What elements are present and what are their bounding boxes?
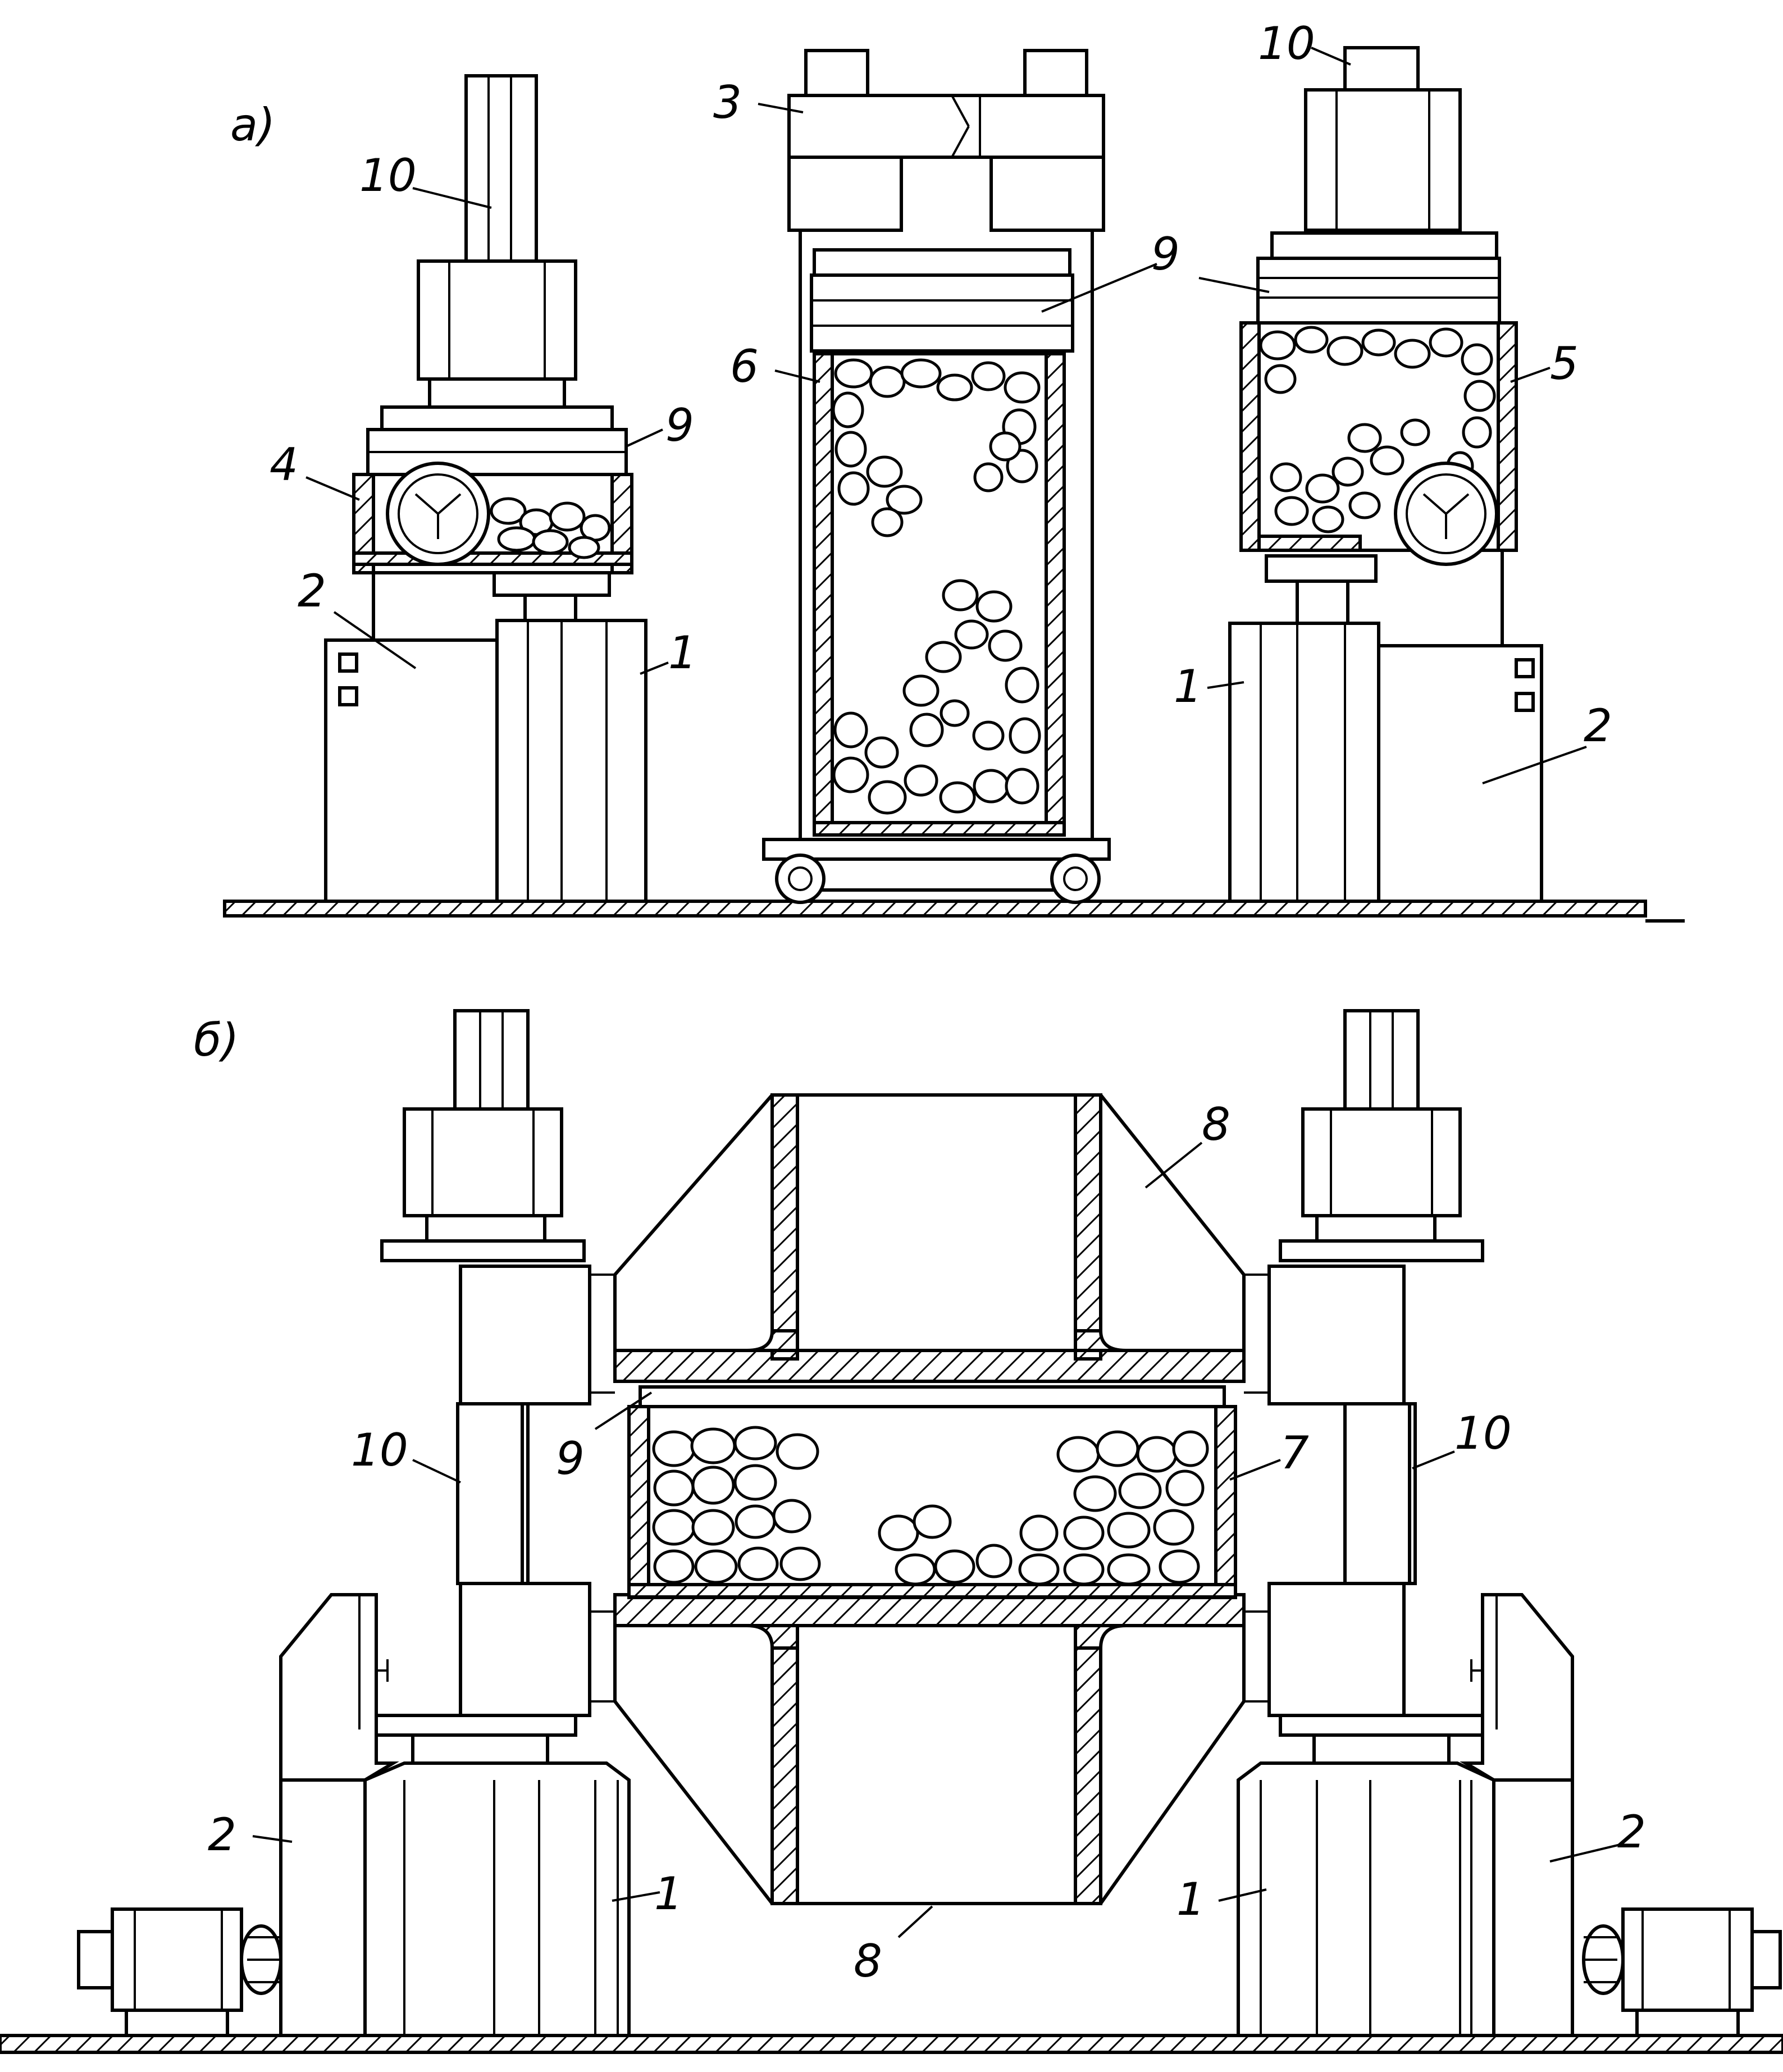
container-7-stones: [652, 1426, 1209, 1586]
callout-1-left-b: 1: [654, 1868, 683, 1920]
callout-2-left-b: 2: [208, 1809, 236, 1861]
base-cylinder-1-right-b: [1237, 1761, 1495, 2037]
nut-right-b: [1301, 1107, 1462, 1217]
cart-wheel-right: [1050, 854, 1101, 904]
panel-a-label: a): [230, 99, 275, 151]
callout-6: 6: [730, 340, 759, 393]
rod-nut: [417, 259, 577, 381]
panel-a-floor: [223, 900, 1647, 918]
panel-a-right-press: [1228, 46, 1543, 903]
panel-a-left-press: [324, 74, 647, 903]
callout-9-b: 9: [556, 1432, 585, 1485]
platen-right: [1256, 257, 1501, 325]
motor-left: [77, 1907, 282, 2037]
container-5-stones: [1259, 326, 1496, 533]
panel-b: б): [0, 1009, 1783, 2054]
frame-2-right: [1377, 644, 1543, 903]
nut-left-b: [403, 1107, 563, 1217]
base-cylinder-1-right: [1228, 622, 1380, 903]
panel-a: a): [223, 17, 1685, 923]
crossbeam-3: [787, 94, 1105, 159]
callout-4: 4: [270, 439, 298, 491]
callout-3: 3: [713, 76, 742, 129]
callout-1-right: 1: [1174, 660, 1202, 713]
callout-9: 9: [665, 399, 694, 451]
cart-base: [762, 838, 1111, 861]
callout-10-left-b: 10: [351, 1424, 408, 1476]
cart-wheel-left: [775, 854, 826, 904]
upper-body-8: [613, 1093, 1246, 1383]
callout-10: 10: [359, 149, 417, 202]
callout-2: 2: [298, 565, 326, 617]
frame-2: [324, 638, 499, 903]
callout-8-bottom: 8: [854, 1935, 882, 1987]
callout-1-right-b: 1: [1176, 1873, 1205, 1925]
column-10-left: [456, 1402, 530, 1585]
callout-7: 7: [1280, 1427, 1309, 1479]
platen-9: [639, 1385, 1226, 1408]
panel-a-callouts: 10 9 4 2 1 3 6 9 10 5 1 2: [270, 17, 1612, 784]
callout-1: 1: [668, 627, 697, 679]
callout-5: 5: [1550, 337, 1579, 390]
piston-rod: [464, 74, 538, 268]
lower-body-8: [613, 1593, 1246, 1905]
panel-b-left-column: [77, 1009, 631, 2037]
column-10-right: [1343, 1402, 1417, 1585]
rod-nut-right: [1304, 88, 1462, 232]
base-cylinder-1: [495, 619, 647, 903]
callout-2-right-b: 2: [1617, 1806, 1646, 1858]
motor-right: [1582, 1907, 1782, 2037]
callout-2-right: 2: [1584, 700, 1612, 752]
base-cylinder-1-left-b: [363, 1761, 631, 2037]
callout-8-top: 8: [1202, 1098, 1230, 1151]
panel-b-floor: [0, 2034, 1783, 2054]
panel-b-callouts: 8 10 9 7 10 2 1 8 1 2: [208, 1098, 1646, 1987]
callout-10-right: 10: [1258, 17, 1315, 70]
callout-9-mid: 9: [1151, 228, 1180, 280]
panel-b-label: б): [194, 1014, 239, 1066]
container-6-stones: [832, 358, 1041, 815]
panel-a-cart: [762, 49, 1111, 904]
platen: [380, 405, 614, 431]
panel-b-right-column: [1237, 1009, 1782, 2037]
cart-platen: [813, 248, 1071, 277]
callout-10-right-b: 10: [1454, 1407, 1512, 1459]
